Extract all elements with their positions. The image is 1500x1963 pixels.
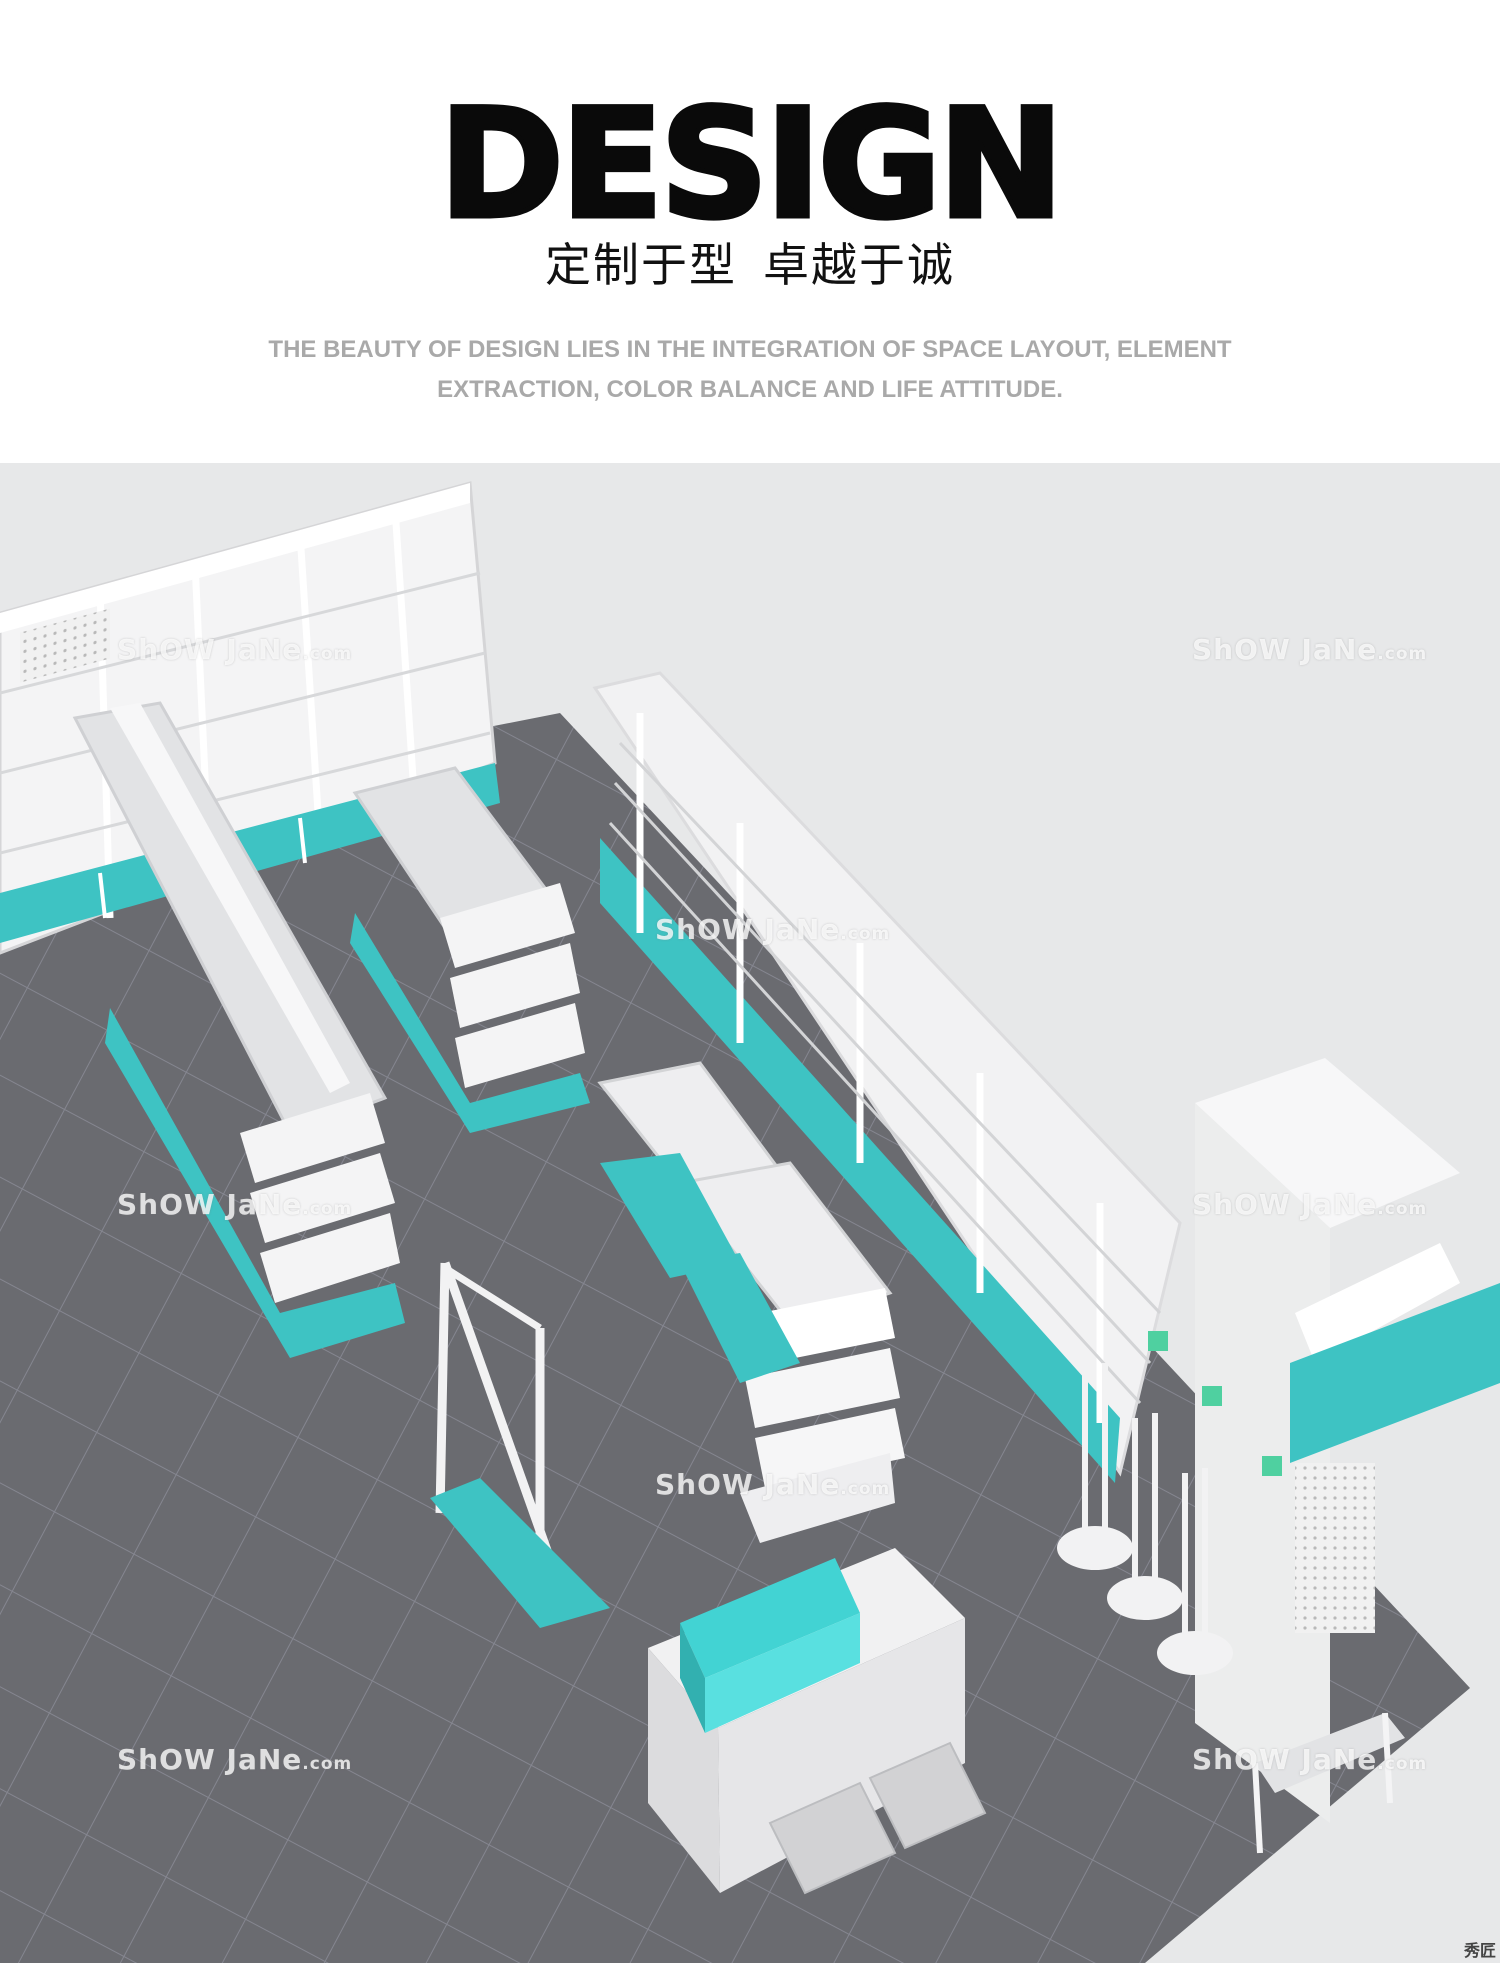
garment-rack	[430, 1261, 610, 1628]
watermark: ShOW JaNe.com	[117, 1188, 353, 1221]
watermark: ShOW JaNe.com	[655, 913, 891, 946]
corner-mark: 秀匠	[1463, 1941, 1496, 1960]
chinese-slogan: 定制于型卓越于诚	[0, 237, 1500, 293]
hanger-stands	[1057, 1331, 1282, 1675]
store-render: ShOW JaNe.com ShOW JaNe.com ShOW JaNe.co…	[0, 463, 1500, 1963]
right-wall-shelving	[592, 671, 1182, 1483]
watermark: ShOW JaNe.com	[117, 1743, 353, 1776]
cash-counter	[648, 1548, 987, 1895]
watermark: ShOW JaNe.com	[117, 633, 353, 666]
tagline: THE BEAUTY OF DESIGN LIES IN THE INTEGRA…	[200, 330, 1300, 410]
headline: DESIGN	[437, 78, 1066, 252]
slogan-left: 定制于型	[545, 238, 737, 292]
tagline-line-1: THE BEAUTY OF DESIGN LIES IN THE INTEGRA…	[268, 336, 1232, 363]
left-gondola	[72, 701, 405, 1358]
slogan-right: 卓越于诚	[763, 238, 955, 292]
watermark: ShOW JaNe.com	[1192, 1743, 1428, 1776]
watermark: ShOW JaNe.com	[1192, 1188, 1428, 1221]
tagline-line-2: EXTRACTION, COLOR BALANCE AND LIFE ATTIT…	[437, 376, 1063, 403]
store-illustration	[0, 463, 1500, 1963]
watermark: ShOW JaNe.com	[1192, 633, 1428, 666]
watermark: ShOW JaNe.com	[655, 1468, 891, 1501]
center-back-gondola	[350, 766, 590, 1133]
center-gondola	[597, 1061, 905, 1543]
page-header: DESIGN 定制于型卓越于诚 THE BEAUTY OF DESIGN LIE…	[0, 0, 1500, 463]
